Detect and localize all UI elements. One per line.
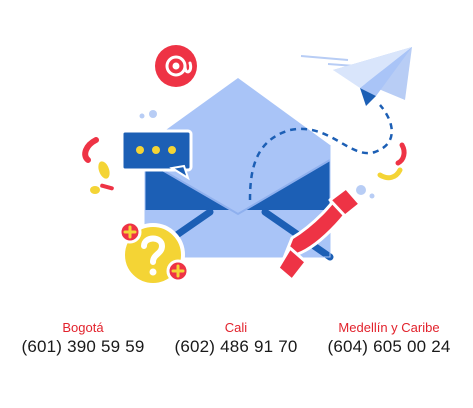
city-label: Medellín y Caribe [338,320,440,335]
phone-number[interactable]: (604) 605 00 24 [327,337,451,356]
contact-phone-list: Bogotá (601) 390 59 59 Cali (602) 486 91… [0,320,473,370]
phone-number[interactable]: (601) 390 59 59 [21,337,145,356]
city-label: Cali [224,320,248,335]
email-at-icon [155,45,197,87]
phone-handset-icon [276,186,362,282]
chat-bubble-icon [120,129,193,181]
flight-path [248,104,393,201]
city-label: Bogotá [62,320,104,335]
contact-cali: Cali (602) 486 91 70 [168,320,304,357]
paper-plane-icon [300,47,412,106]
phone-number[interactable]: (602) 486 91 70 [174,337,298,356]
confetti-left [82,110,157,194]
question-mark-icon [118,220,190,287]
contact-illustration [82,45,412,287]
contact-bogota: Bogotá (601) 390 59 59 [14,320,152,357]
contact-medellin-caribe: Medellín y Caribe (604) 605 00 24 [318,320,460,357]
confetti-right [356,142,407,199]
